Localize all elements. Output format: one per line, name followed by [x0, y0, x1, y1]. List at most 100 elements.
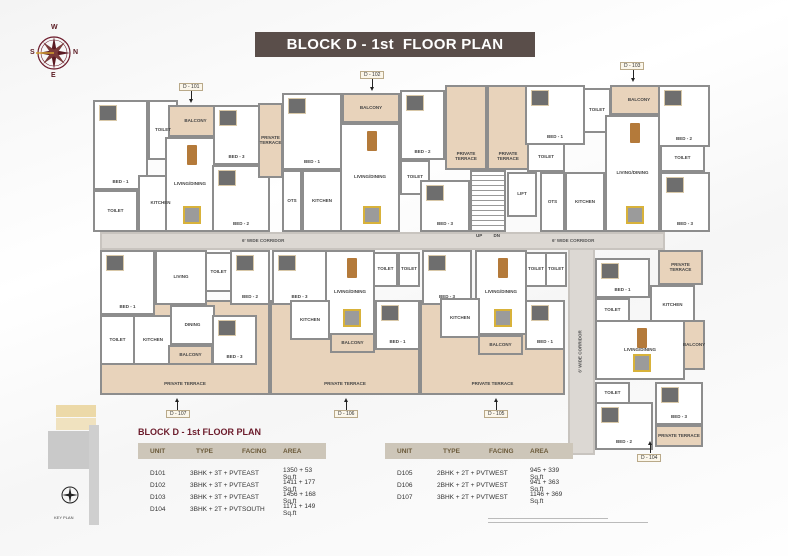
room-toilet: TOILET [545, 252, 567, 287]
unit-tag-d103: D - 103 [620, 62, 645, 70]
room-label: OTS [287, 197, 297, 203]
cell-unit: D105 [397, 470, 413, 477]
bed-icon [601, 263, 619, 279]
corridor-label: 6' WIDE CORRIDOR [242, 237, 285, 243]
table-header-left: UNIT TYPE FACING AREA [138, 443, 326, 459]
unit-tag-d101: D - 101 [179, 83, 204, 91]
room-bed-3: BED - 3 [420, 180, 470, 232]
room-kitchen: KITCHEN [290, 300, 330, 340]
room-private-terrace: PRIVATE TERRACE [655, 425, 703, 447]
room-label: BED - 1 [119, 304, 136, 310]
unit-tag-d107: D - 107 [166, 410, 191, 418]
room-toilet: TOILET [398, 252, 420, 287]
bed-icon [666, 177, 684, 193]
room-label: BED - 3 [670, 414, 687, 420]
room-label: PRIVATE TERRACE [259, 134, 282, 145]
room-label: TOILET [604, 307, 621, 313]
cell-area: 945 + 339 Sq.ft [530, 466, 560, 481]
room-living-dining: LIVING/DINING [165, 137, 215, 232]
room-toilet: TOILET [205, 252, 232, 292]
bed-icon [381, 305, 399, 321]
room-label: KITCHEN [450, 314, 470, 320]
arrow-icon [494, 398, 498, 410]
room-label: TOILET [674, 155, 691, 161]
cell-area: 1171 + 149 Sq.ft [283, 502, 316, 517]
arrow-icon [175, 398, 179, 410]
bed-icon [428, 255, 446, 271]
room-label: PRIVATE TERRACE [164, 381, 206, 387]
room-label: TOILET [107, 207, 124, 213]
page-title: BLOCK D - 1st FLOOR PLAN [255, 32, 535, 57]
room-label: BED - 3 [436, 221, 453, 227]
room-label: BALCONY [627, 96, 651, 102]
room-living: LIVING [155, 250, 207, 305]
room-label: BED - 1 [546, 134, 563, 140]
room-bed-2: BED - 2 [230, 250, 270, 305]
stair-up-label: UP [476, 233, 483, 239]
room-label: BED - 1 [389, 339, 406, 345]
room-balcony: BALCONY [168, 345, 213, 365]
room-label: BED - 3 [438, 294, 455, 300]
cell-area: 1456 + 168 Sq.ft [283, 490, 316, 505]
room-label: BED - 2 [241, 294, 258, 300]
compass: W S N E [30, 24, 78, 79]
room-label: BALCONY [489, 341, 512, 347]
column-facing: FACING [489, 447, 514, 455]
key-plan-label: KEY PLAN [54, 515, 74, 520]
room-bed-3: BED - 3 [655, 382, 703, 425]
footnote-line [488, 518, 608, 519]
room-label: TOILET [589, 107, 605, 113]
bed-icon [218, 320, 236, 336]
room-label: TOILET [548, 266, 564, 272]
key-plan-block [48, 431, 92, 469]
table-header-right: UNIT TYPE FACING AREA [385, 443, 573, 459]
room-label: PRIVATE TERRACE [324, 381, 366, 387]
room-label: TOILET [377, 266, 394, 272]
room-ots: OTS [282, 170, 302, 232]
room-label: LIVING/DINING [353, 174, 386, 180]
room-bed-1: BED - 1 [525, 85, 585, 145]
room-private-terrace: PRIVATE TERRACE [487, 85, 529, 170]
cell-unit: D107 [397, 494, 413, 501]
corridor-label: 6' WIDE CORRIDOR [552, 237, 595, 243]
key-plan-block [89, 425, 99, 525]
cell-unit: D102 [150, 482, 166, 489]
room-bed-2: BED - 2 [400, 90, 445, 160]
column-unit: UNIT [397, 447, 413, 455]
bed-icon [99, 105, 117, 121]
room-bed-2: BED - 2 [658, 85, 710, 147]
room-label: TOILET [401, 266, 417, 272]
room-label: BED - 3 [676, 221, 693, 227]
room-bed-3: BED - 3 [660, 172, 710, 232]
column-type: TYPE [196, 447, 213, 455]
room-label: KITCHEN [662, 301, 683, 307]
compass-rose-icon [61, 486, 79, 504]
sofa-icon [494, 309, 512, 327]
room-balcony: BALCONY [330, 333, 375, 353]
unit-tag-d105: D - 105 [484, 410, 509, 418]
room-bed-1: BED - 1 [595, 258, 650, 298]
room-label: BED - 2 [232, 221, 249, 227]
room-toilet: TOILET [373, 252, 398, 287]
room-label: BALCONY [359, 104, 383, 110]
sofa-icon [343, 309, 361, 327]
room-label: KITCHEN [312, 197, 332, 203]
room-label: BED - 1 [303, 159, 320, 165]
room-dining: DINING [170, 305, 215, 345]
room-label: PRIVATE TERRACE [497, 151, 519, 162]
room-kitchen: KITCHEN [650, 285, 695, 325]
cell-facing: EAST [242, 494, 259, 501]
bed-icon [106, 255, 124, 271]
column-area: AREA [283, 447, 302, 455]
room-living-dining: LIVING/DINING [605, 115, 660, 232]
footnote-line [488, 522, 648, 523]
area-table-heading: BLOCK D - 1st FLOOR PLAN [138, 427, 261, 437]
room-living-dining: LIVING/DINING [340, 123, 400, 232]
arrow-icon [631, 70, 635, 82]
room-bed-1: BED - 1 [100, 250, 155, 315]
room-label: OTS [547, 198, 558, 204]
cell-facing: EAST [242, 482, 259, 489]
